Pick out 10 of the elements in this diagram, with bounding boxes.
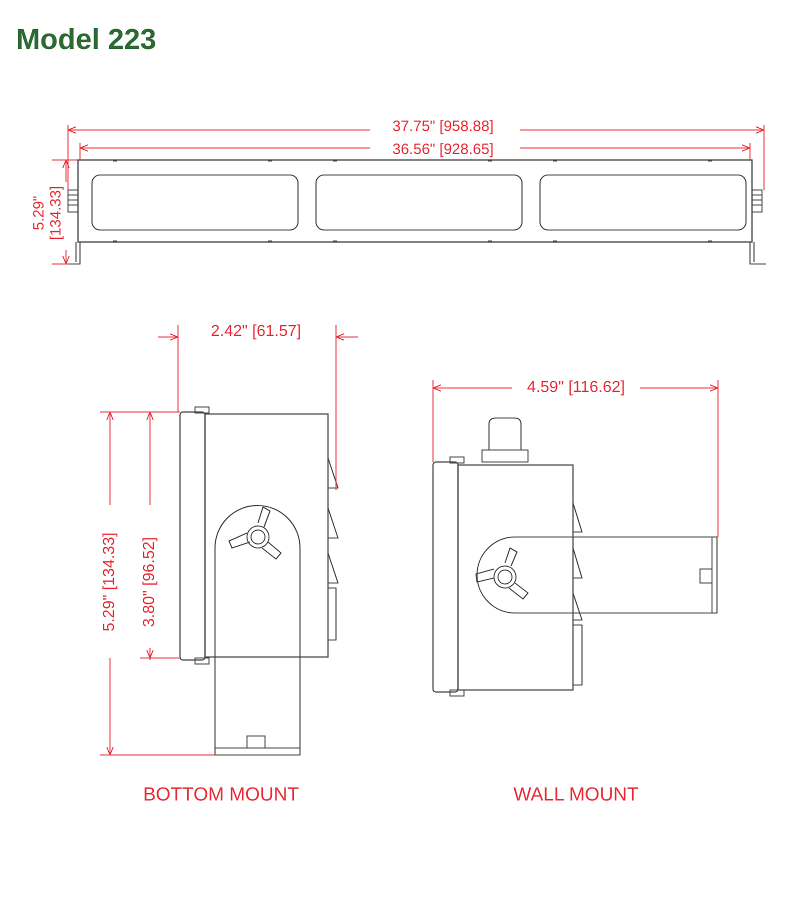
- dimension-label: 37.75" [958.88]: [392, 118, 494, 136]
- dimension-label: 5.29" [134.33]: [32, 184, 64, 242]
- dimension-label: 2.42" [61.57]: [210, 323, 302, 341]
- title: Model 223: [16, 24, 156, 57]
- view-label: BOTTOM MOUNT: [143, 786, 299, 806]
- dimension-label: 36.56" [928.65]: [392, 142, 494, 158]
- dimension-label: 4.59" [116.62]: [527, 379, 625, 397]
- view-label: WALL MOUNT: [513, 786, 639, 806]
- dimension-label: 5.29" [134.33]: [101, 532, 119, 632]
- dimension-label: 3.80" [96.52]: [141, 536, 159, 628]
